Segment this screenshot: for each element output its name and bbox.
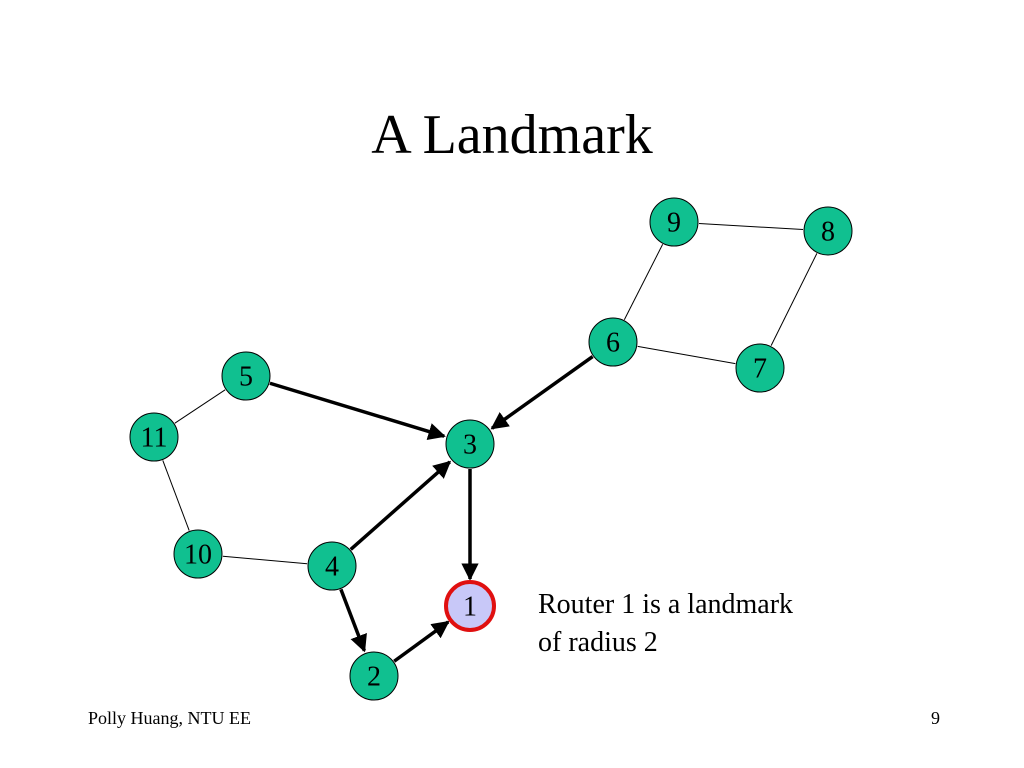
edge-11-10 xyxy=(162,460,190,531)
node-circle-7 xyxy=(735,343,785,393)
node-label-10: 10 xyxy=(184,540,212,571)
node-circle-1 xyxy=(444,580,496,632)
node-circle-5 xyxy=(221,351,271,401)
node-4: 4 xyxy=(307,541,357,591)
node-5: 5 xyxy=(221,351,271,401)
node-7: 7 xyxy=(735,343,785,393)
edges-layer xyxy=(162,222,818,663)
node-label-3: 3 xyxy=(463,430,477,461)
caption-line-1: Router 1 is a landmark xyxy=(538,589,794,620)
node-11: 11 xyxy=(129,412,179,462)
node-circle-9 xyxy=(649,197,699,247)
edge-8-7 xyxy=(770,253,818,346)
edge-5-3 xyxy=(269,381,446,440)
edge-4-2 xyxy=(339,588,367,653)
landmark-caption: Router 1 is a landmark of radius 2 xyxy=(538,586,878,662)
node-3: 3 xyxy=(445,419,495,469)
footer-author: Polly Huang, NTU EE xyxy=(88,708,251,728)
edge-6-3 xyxy=(490,355,594,430)
node-circle-10 xyxy=(173,529,223,579)
node-10: 10 xyxy=(173,529,223,579)
edge-11-5 xyxy=(174,389,226,424)
node-circle-8 xyxy=(803,206,853,256)
edge-2-1 xyxy=(393,620,450,663)
node-label-1: 1 xyxy=(463,592,477,623)
node-1: 1 xyxy=(444,580,496,632)
node-circle-2 xyxy=(349,651,399,701)
edge-6-7 xyxy=(637,345,736,365)
edge-9-6 xyxy=(623,244,664,320)
page-number: 9 xyxy=(931,708,940,728)
node-9: 9 xyxy=(649,197,699,247)
edge-9-8 xyxy=(698,222,804,231)
node-circle-4 xyxy=(307,541,357,591)
node-8: 8 xyxy=(803,206,853,256)
edge-10-4 xyxy=(222,555,308,565)
node-label-9: 9 xyxy=(667,208,681,239)
node-label-8: 8 xyxy=(821,217,835,248)
caption-line-2: of radius 2 xyxy=(538,627,658,658)
node-label-2: 2 xyxy=(367,662,381,693)
slide-title: A Landmark xyxy=(371,104,653,166)
node-6: 6 xyxy=(588,317,638,367)
node-label-11: 11 xyxy=(141,423,168,454)
node-circle-11 xyxy=(129,412,179,462)
node-2: 2 xyxy=(349,651,399,701)
node-label-7: 7 xyxy=(753,354,767,385)
node-label-6: 6 xyxy=(606,328,620,359)
node-circle-3 xyxy=(445,419,495,469)
node-circle-6 xyxy=(588,317,638,367)
nodes-layer: 1 2 3 4 5 6 7 8 9 10 11 xyxy=(129,197,853,701)
node-label-5: 5 xyxy=(239,362,253,393)
node-label-4: 4 xyxy=(325,552,339,583)
edge-4-3 xyxy=(349,460,452,551)
